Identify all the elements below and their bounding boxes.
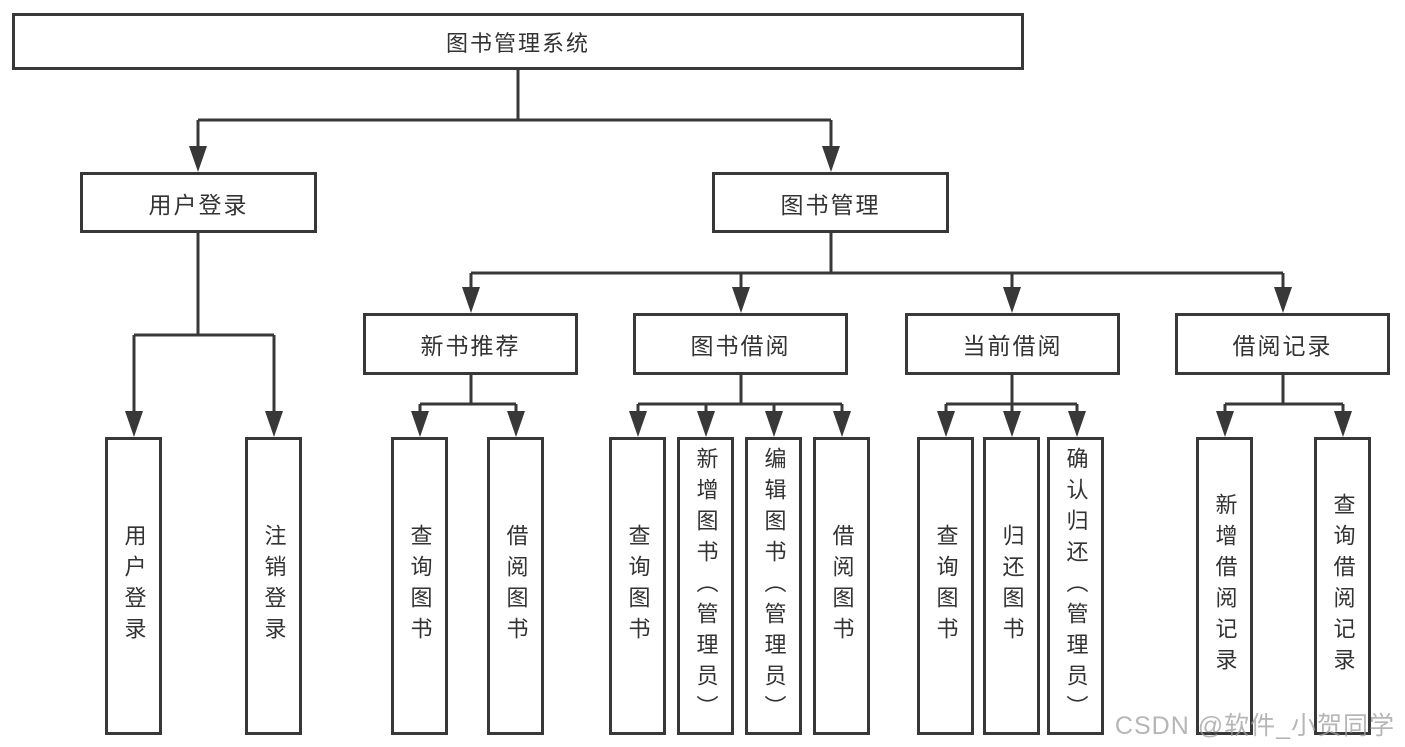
node-user-login: 用户登录: [80, 172, 317, 233]
csdn-watermark: CSDN @软件_小贺同学: [1114, 712, 1395, 740]
node-new-book-recommend: 新书推荐: [363, 313, 578, 375]
leaf-cb-confirm-return-admin: 确认归还（管理员）: [1047, 437, 1104, 735]
leaf-bb-query-books: 查询图书: [609, 437, 666, 735]
leaf-br-add-record: 新增借阅记录: [1196, 437, 1253, 735]
node-book-borrow: 图书借阅: [633, 313, 848, 375]
leaf-nbr-query-books: 查询图书: [391, 437, 448, 735]
leaf-cb-return-books: 归还图书: [983, 437, 1040, 735]
leaf-bb-borrow-books: 借阅图书: [813, 437, 870, 735]
leaf-nbr-borrow-books: 借阅图书: [487, 437, 544, 735]
leaf-br-query-record: 查询借阅记录: [1314, 437, 1371, 735]
node-root-system: 图书管理系统: [12, 13, 1024, 70]
leaf-bb-add-books-admin: 新增图书（管理员）: [677, 437, 734, 735]
leaf-logout: 注销登录: [245, 437, 302, 735]
node-current-borrow: 当前借阅: [905, 313, 1120, 375]
node-borrow-records: 借阅记录: [1175, 313, 1390, 375]
leaf-bb-edit-books-admin: 编辑图书（管理员）: [745, 437, 802, 735]
leaf-user-login: 用户登录: [105, 437, 162, 735]
leaf-cb-query-books: 查询图书: [917, 437, 974, 735]
node-book-management: 图书管理: [712, 172, 949, 233]
